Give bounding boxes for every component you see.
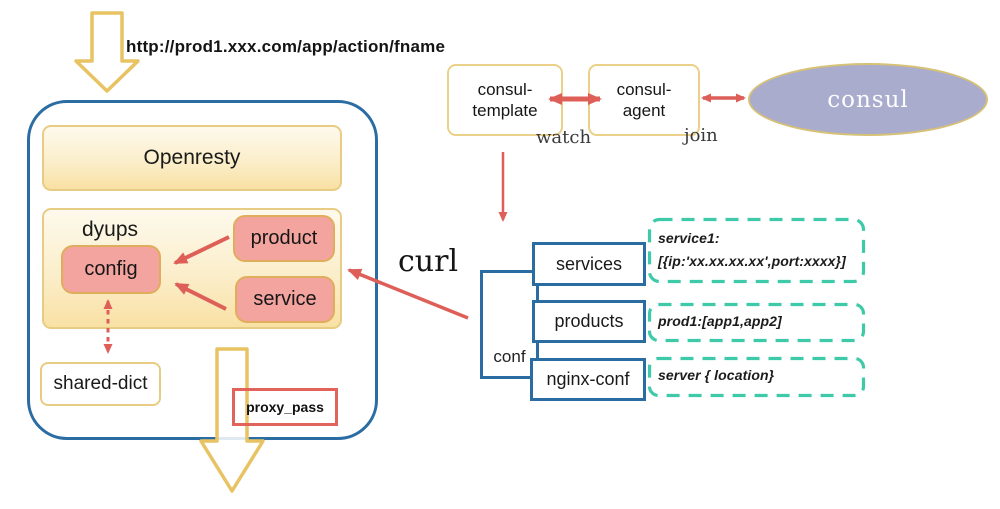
- services-value-line2: [{ip:'xx.xx.xx.xx',port:xxxx}]: [658, 253, 846, 269]
- consul-template-line1: consul-: [477, 79, 533, 99]
- openresty-box: Openresty: [42, 125, 342, 191]
- shared-dict-box: shared-dict: [40, 362, 161, 406]
- dyups-label: dyups: [82, 218, 139, 241]
- consul-agent-line2: agent: [622, 101, 666, 120]
- consul-agent-box: consul- agent: [588, 64, 700, 136]
- nginx-conf-value-box: server { location}: [658, 367, 775, 383]
- consul-template-box: consul- template: [447, 64, 563, 136]
- products-value-box: prod1:[app1,app2]: [658, 313, 782, 329]
- config-box: config: [61, 245, 161, 294]
- services-value-line1: service1:: [658, 230, 720, 246]
- products-key-box: products: [532, 300, 646, 343]
- nginx-conf-key-box: nginx-conf: [530, 358, 646, 401]
- services-value-box: service1: [{ip:'xx.xx.xx.xx',port:xxxx}]: [658, 227, 846, 273]
- conf-bracket: conf: [480, 270, 539, 379]
- request-url-label: http://prod1.xxx.com/app/action/fname: [126, 37, 446, 56]
- service-box: service: [235, 276, 335, 323]
- services-key-box: services: [532, 242, 646, 286]
- conf-label: conf: [493, 347, 526, 366]
- consul-agent-line1: consul-: [616, 79, 672, 99]
- consul-server-ellipse: consul: [748, 63, 988, 136]
- proxy-pass-box: proxy_pass: [232, 388, 338, 426]
- join-label: join: [684, 125, 718, 146]
- product-box: product: [233, 215, 335, 262]
- watch-label: watch: [536, 127, 592, 148]
- curl-label: curl: [398, 244, 459, 279]
- consul-template-line2: template: [472, 101, 538, 120]
